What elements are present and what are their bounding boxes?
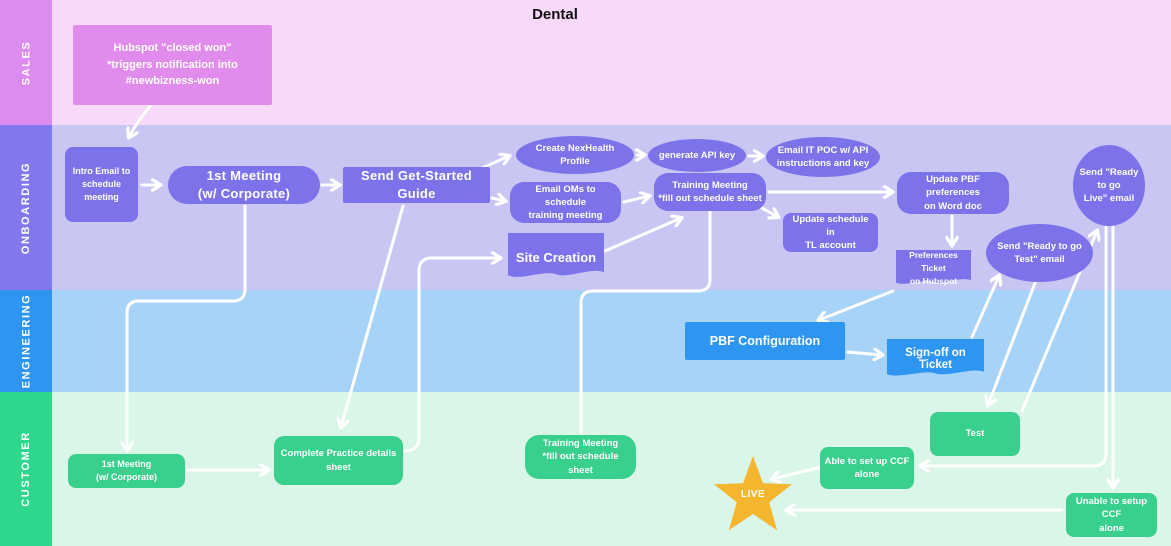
lane-engineering-strip[interactable]: ENGINEERING <box>0 290 52 392</box>
node-intro-email[interactable]: Intro Email to schedule meeting <box>65 147 138 222</box>
node-update-schedule-tl[interactable]: Update schedule in TL account <box>783 213 878 252</box>
node-first-meeting-onboarding[interactable]: 1st Meeting (w/ Corporate) <box>168 166 320 204</box>
node-send-ready-to-go-live[interactable]: Send "Ready to go Live" email <box>1073 145 1145 226</box>
node-unable-to-setup-ccf[interactable]: Unable to setup CCF alone <box>1066 493 1157 537</box>
lane-customer-label: CUSTOMER <box>20 431 33 507</box>
node-hubspot-closed-won[interactable]: Hubspot "closed won" *triggers notificat… <box>73 25 272 105</box>
node-send-get-started-guide[interactable]: Send Get-Started Guide <box>343 167 490 203</box>
node-preferences-ticket[interactable]: Preferences Ticket on Hubspot <box>896 250 971 287</box>
node-update-pbf-preferences[interactable]: Update PBF preferences on Word doc <box>897 172 1009 214</box>
node-complete-practice-details[interactable]: Complete Practice details sheet <box>274 436 403 485</box>
lane-customer-strip[interactable]: CUSTOMER <box>0 392 52 546</box>
node-signoff-on-ticket[interactable]: Sign-off on Ticket <box>887 339 984 379</box>
node-create-nexhealth-profile[interactable]: Create NexHealth Profile <box>516 136 634 174</box>
node-pbf-configuration[interactable]: PBF Configuration <box>685 322 845 360</box>
node-training-meeting-customer[interactable]: Training Meeting *fill out schedule shee… <box>525 435 636 479</box>
node-site-creation[interactable]: Site Creation <box>508 233 604 281</box>
lane-onboarding-label: ONBOARDING <box>20 161 33 254</box>
node-first-meeting-customer[interactable]: 1st Meeting (w/ Corporate) <box>68 454 185 488</box>
node-email-oms[interactable]: Email OMs to schedule training meeting <box>510 182 621 223</box>
node-able-to-setup-ccf[interactable]: Able to set up CCF alone <box>820 447 914 489</box>
node-live-star[interactable]: LIVE <box>712 455 794 533</box>
diagram-title: Dental <box>532 6 578 23</box>
lane-sales-strip[interactable]: SALES <box>0 0 52 125</box>
node-email-it-poc[interactable]: Email IT POC w/ API instructions and key <box>766 137 880 177</box>
node-send-ready-to-go-test[interactable]: Send "Ready to go Test" email <box>986 224 1093 282</box>
node-test[interactable]: Test <box>930 412 1020 456</box>
lane-sales-label: SALES <box>20 40 32 85</box>
star-icon <box>714 456 792 531</box>
lane-engineering-label: ENGINEERING <box>20 293 32 389</box>
lane-onboarding-strip[interactable]: ONBOARDING <box>0 125 52 290</box>
lane-engineering: ENGINEERING <box>0 290 1171 392</box>
node-generate-api-key[interactable]: generate API key <box>648 139 746 172</box>
node-training-meeting-onboarding[interactable]: Training Meeting *fill out schedule shee… <box>654 173 766 211</box>
